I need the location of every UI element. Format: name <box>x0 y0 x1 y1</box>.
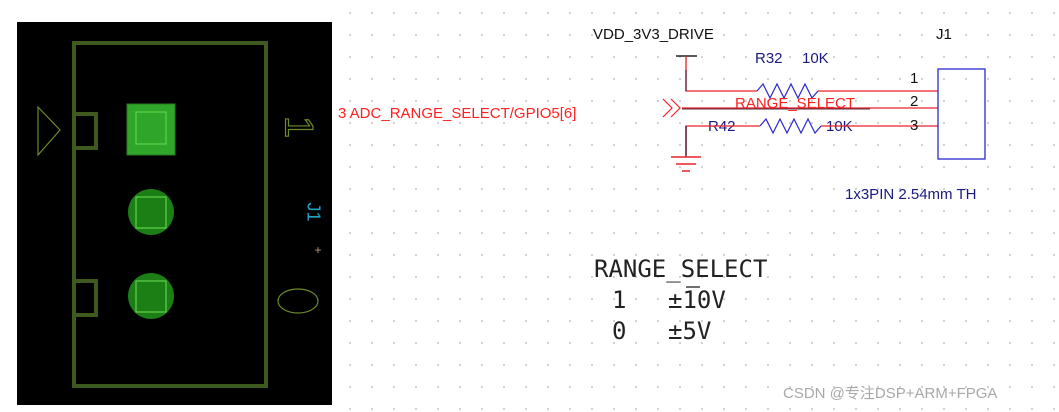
pcb-footprint: 1 J1 + 0 <box>17 22 332 405</box>
connector-j1 <box>937 68 986 160</box>
pad-round <box>128 273 174 319</box>
connector-ref: J1 <box>936 26 952 43</box>
range-select-table: RANGE_SELECT 1 ±10V 0 ±5V <box>594 255 767 345</box>
table-value: 0 <box>612 317 626 345</box>
designator-label: J1 <box>303 202 323 221</box>
component-outline <box>72 41 268 388</box>
schematic: VDD_3V3_DRIVE R32 10K 3 ADC_RANGE_SELECT… <box>338 26 986 203</box>
pad-round <box>128 189 174 235</box>
origin-cross: + <box>314 243 321 257</box>
table-title: RANGE_SELECT <box>594 255 767 283</box>
pin-number: 2 <box>910 93 918 110</box>
net-label: RANGE_SELECT <box>735 95 855 112</box>
port-label[interactable]: 3 ADC_RANGE_SELECT/GPIO5[6] <box>338 105 576 122</box>
latch-tab <box>74 112 98 150</box>
power-net-label: VDD_3V3_DRIVE <box>593 26 714 43</box>
resistor-r32 <box>756 82 819 100</box>
watermark: CSDN @专注DSP+ARM+FPGA <box>783 385 997 402</box>
table-range: ±5V <box>668 317 711 345</box>
r32-ref: R32 <box>755 50 783 67</box>
connector-description: 1x3PIN 2.54mm TH <box>845 186 976 203</box>
ground-symbol <box>671 126 701 172</box>
pin-number: 1 <box>910 70 918 87</box>
table-range: ±10V <box>668 286 726 314</box>
pin1-triangle-marker <box>37 105 61 157</box>
r32-value: 10K <box>802 50 829 67</box>
table-value: 1 <box>612 286 626 314</box>
silkscreen-pin1-label: 1 <box>276 116 320 138</box>
latch-tab <box>74 279 98 317</box>
off-sheet-connector <box>662 98 681 118</box>
resistor-r42 <box>759 117 822 135</box>
pin-number: 3 <box>910 117 918 134</box>
silkscreen-pin0-label <box>277 288 319 314</box>
